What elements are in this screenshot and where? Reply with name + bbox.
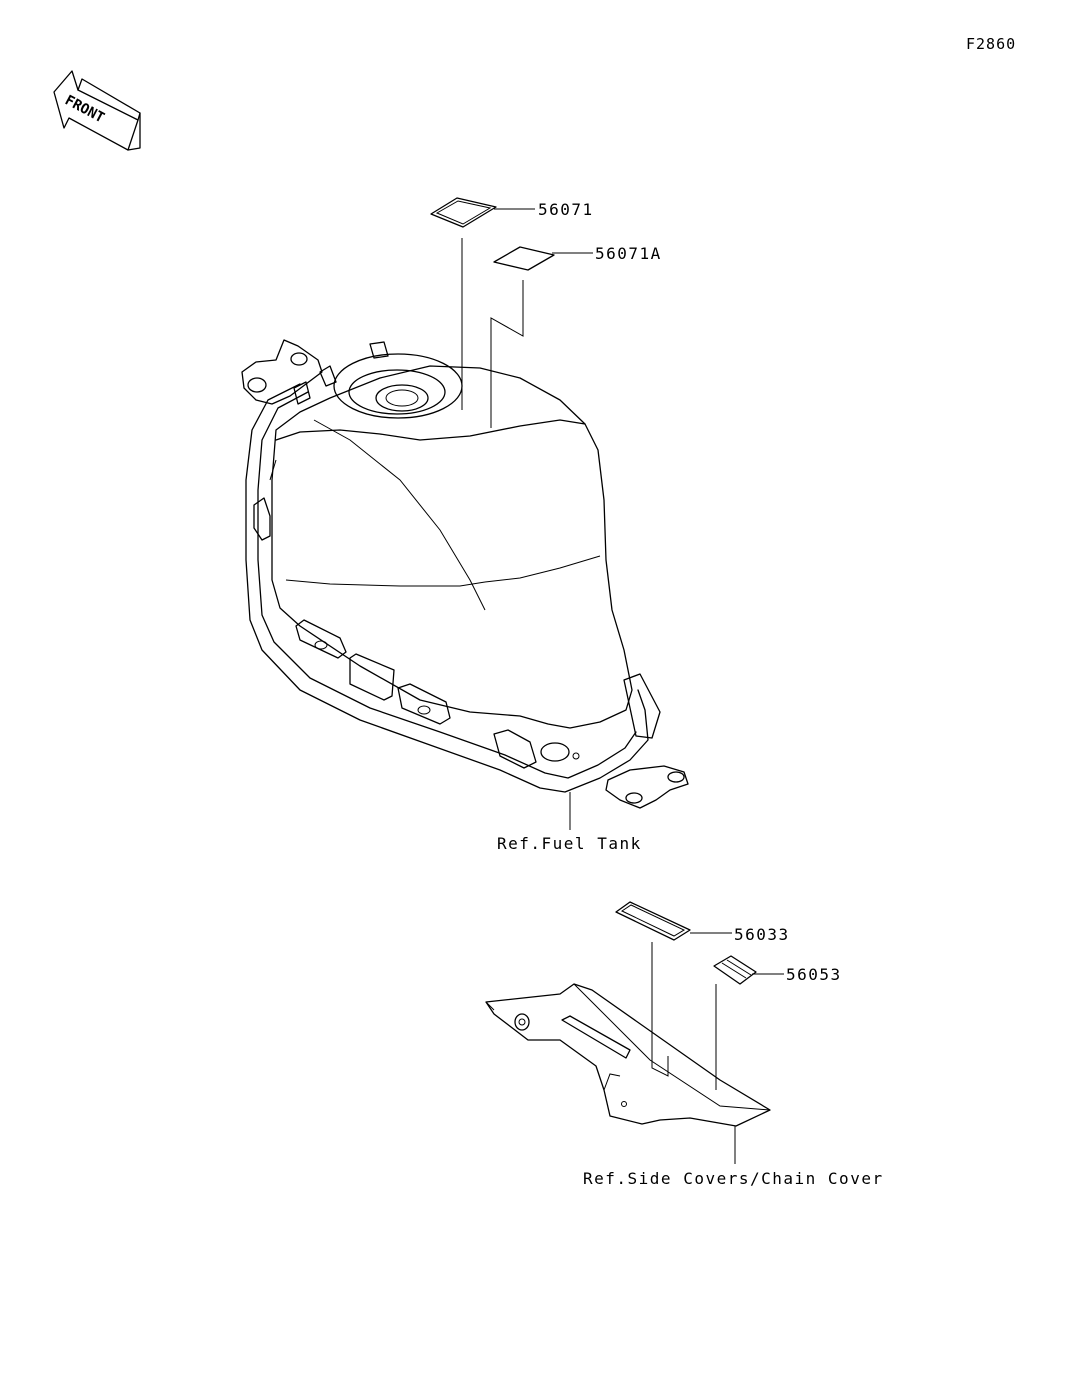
part-number-56033: 56033	[734, 925, 790, 944]
front-arrow-text: FRONT	[62, 92, 107, 126]
figure-code: F2860	[966, 35, 1016, 53]
ref-chain-cover-label: Ref.Side Covers/Chain Cover	[583, 1169, 884, 1188]
label-56071[interactable]: 56071	[430, 197, 594, 228]
ref-fuel-tank-label: Ref.Fuel Tank	[497, 834, 642, 853]
part-number-56071: 56071	[538, 200, 594, 219]
label-56053[interactable]: 56053	[713, 955, 842, 985]
fuel-tank	[241, 339, 689, 809]
label-56033[interactable]: 56033	[615, 901, 790, 944]
label-56071A[interactable]: 56071A	[493, 244, 662, 271]
chain-cover	[485, 983, 771, 1127]
part-number-56053: 56053	[786, 965, 842, 984]
part-number-56071A: 56071A	[595, 244, 662, 263]
front-direction-arrow-icon: FRONT	[53, 70, 141, 151]
